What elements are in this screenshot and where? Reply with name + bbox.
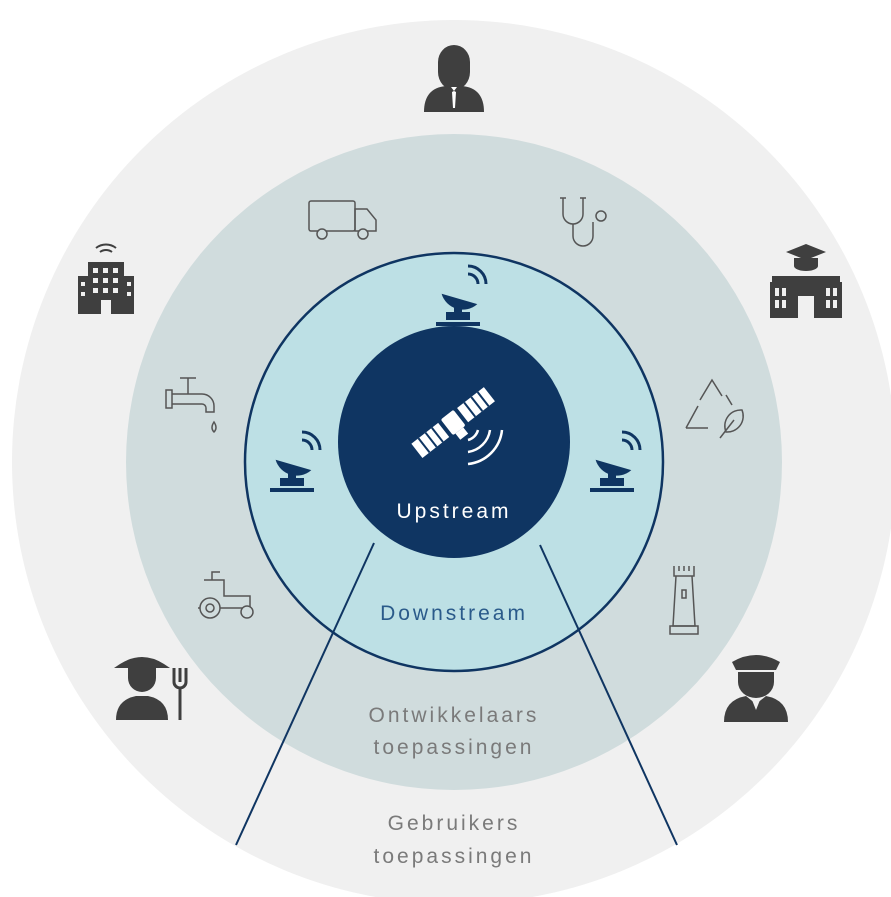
- stethoscope-icon: [560, 197, 607, 247]
- funnel-line-right: [539, 544, 678, 846]
- recycle-leaf-icon: [685, 378, 744, 439]
- farmer-icon: [114, 657, 188, 720]
- water-tap-icon: [165, 377, 217, 434]
- satellite-dish-icon: [436, 264, 488, 326]
- tractor-icon: [198, 571, 254, 619]
- businessman-icon: [424, 45, 484, 112]
- user-apps-label-line2: toepassingen: [374, 845, 535, 868]
- delivery-truck-icon: [308, 200, 377, 240]
- smart-building-icon: [78, 243, 134, 314]
- downstream-label: Downstream: [380, 602, 528, 625]
- core-label: Upstream: [396, 500, 511, 523]
- satellite-dish-icon: [270, 430, 322, 492]
- developer-apps-label-line1: Ontwikkelaars: [369, 704, 540, 727]
- funnel-line-left: [235, 542, 375, 846]
- police-officer-icon: [724, 655, 788, 722]
- satellite-icon: [411, 387, 504, 466]
- user-apps-label-line1: Gebruikers: [388, 812, 521, 835]
- satellite-dish-icon: [590, 430, 642, 492]
- core-circle: [338, 326, 570, 558]
- university-icon: [770, 244, 842, 318]
- developer-apps-label-line2: toepassingen: [374, 736, 535, 759]
- lighthouse-icon: [669, 566, 699, 635]
